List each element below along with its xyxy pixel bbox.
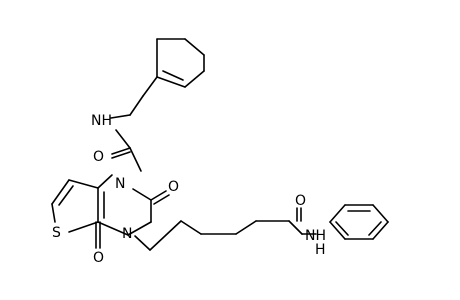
- pyrimidinedione-ring: [95, 174, 170, 249]
- atom-o-c4: O: [93, 250, 104, 266]
- cyclohexene-ring: [156, 38, 205, 88]
- ethyl-linker: [110, 76, 158, 119]
- atom-h-bottom: H: [315, 242, 326, 258]
- atom-o-amide-right: O: [295, 193, 306, 209]
- atom-o-amide-top: O: [93, 149, 104, 165]
- phenyl-ring: [329, 204, 389, 240]
- atom-labels: NH O N O N S O O NH H: [52, 113, 326, 266]
- acetamide-group: [111, 129, 142, 172]
- hexanoyl-chain: [134, 207, 317, 251]
- atom-s-thiophene: S: [52, 225, 61, 241]
- atom-o-c2: O: [168, 179, 179, 195]
- atom-n3: N: [122, 226, 132, 242]
- atom-n1: N: [115, 176, 125, 192]
- atom-nh-bottom: NH: [305, 228, 326, 244]
- thiophene-ring: [51, 179, 99, 233]
- atom-nh-top: NH: [91, 113, 112, 129]
